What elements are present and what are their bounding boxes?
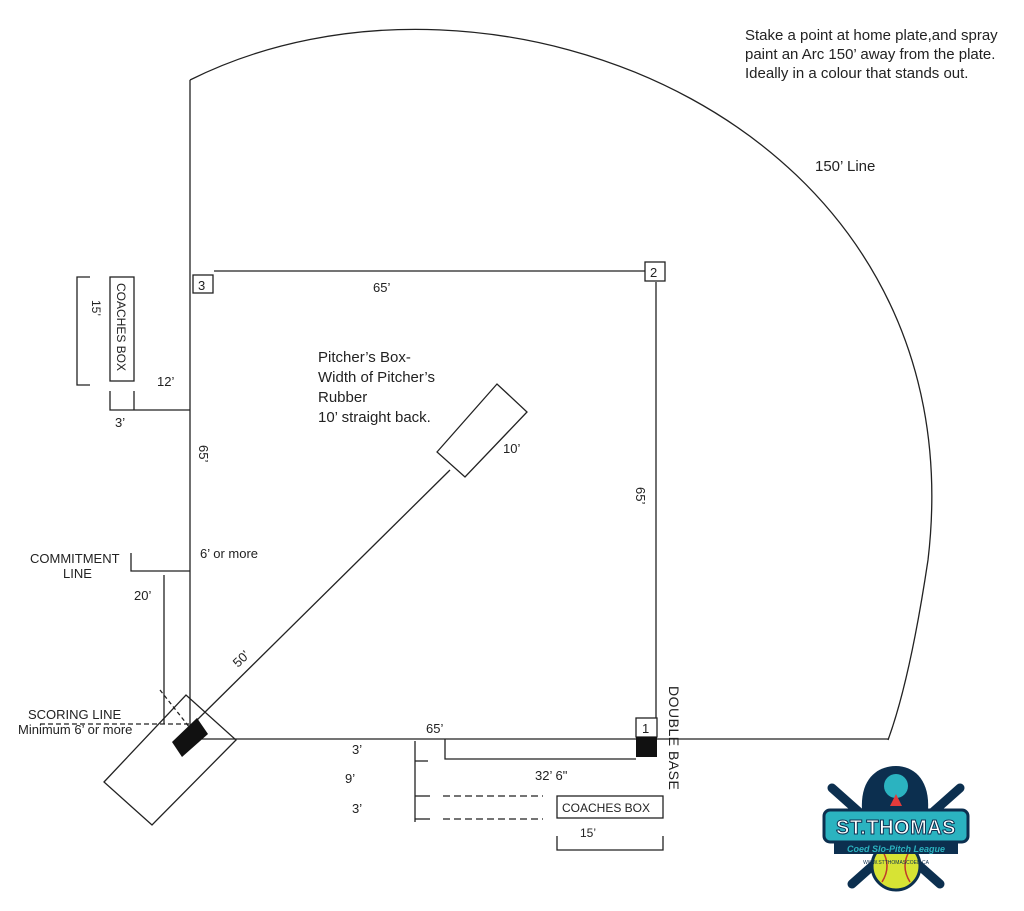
first-coach-gap-2-label: 9’ <box>345 771 355 786</box>
commitment-line-label-2: LINE <box>63 566 92 581</box>
logo-sub-text: Coed Slo-Pitch League <box>847 844 945 854</box>
batters-box <box>103 694 237 826</box>
home-to-third-label: 65’ <box>196 445 211 462</box>
scoring-line-label-2: Minimum 6’ or more <box>18 722 132 737</box>
first-line-extension-label: 32’ 6" <box>535 768 568 783</box>
pitchers-box-line-4: 10’ straight back. <box>318 409 431 426</box>
third-coaches-offset <box>109 391 190 411</box>
outfield-arc-150 <box>189 28 933 741</box>
logo-player-helmet <box>884 774 908 798</box>
first-to-second-label: 65’ <box>633 487 648 504</box>
logo-main-text: ST.THOMAS <box>836 817 956 839</box>
home-plate <box>172 718 208 757</box>
first-base-label: 1 <box>642 721 649 736</box>
third-base <box>192 274 214 294</box>
first-coach-gap-3-label: 3’ <box>352 801 362 816</box>
third-coaches-box <box>109 276 135 382</box>
third-coaches-box-label: COACHES BOX <box>114 283 128 371</box>
third-coaches-bracket <box>76 276 90 386</box>
scoring-diagonal <box>159 689 191 729</box>
instructions-note: Stake a point at home plate,and spray pa… <box>745 27 998 82</box>
third-coach-length-label: 15’ <box>89 300 103 316</box>
first-coach-length-label: 15’ <box>580 826 596 840</box>
scoring-line-label-1: SCORING LINE <box>28 707 122 722</box>
double-base <box>636 737 657 757</box>
third-to-second-label: 65’ <box>373 280 390 295</box>
first-coaches-box <box>556 795 664 819</box>
double-base-label: DOUBLE BASE <box>666 686 682 790</box>
commitment-offset-label: 6’ or more <box>200 546 258 561</box>
pitching-line <box>194 469 451 723</box>
pitchers-box <box>436 383 528 478</box>
logo-maple-leaf-icon <box>890 794 902 806</box>
scoring-line-label: SCORING LINE Minimum 6’ or more <box>18 707 132 737</box>
first-coaches-bracket <box>556 836 664 851</box>
pitchers-box-line-3: Rubber <box>318 389 367 406</box>
third-base-label: 3 <box>198 278 205 293</box>
logo-url-text: WWW.STTHOMASCOED.CA <box>863 860 929 866</box>
logo-sub-banner <box>834 842 958 854</box>
commitment-line-label-1: COMMITMENT <box>30 551 120 566</box>
arc-label: 150’ Line <box>815 158 875 175</box>
first-coaches-box-label: COACHES BOX <box>562 801 650 815</box>
third-coach-width-label: 3’ <box>115 415 125 430</box>
commitment-distance-label: 20’ <box>134 588 151 603</box>
pitchers-box-line-2: Width of Pitcher’s <box>318 369 435 386</box>
pitch-distance-label: 50’ <box>230 647 253 670</box>
pitchers-box-label: Pitcher’s Box- Width of Pitcher’s Rubber… <box>318 349 439 426</box>
home-to-first-label: 65’ <box>426 721 443 736</box>
third-coach-offset-label: 12’ <box>157 374 174 389</box>
pitchers-box-line-1: Pitcher’s Box- <box>318 349 411 366</box>
commitment-line <box>130 553 190 572</box>
league-logo: ST.THOMAS Coed Slo-Pitch League WWW.STTH… <box>822 766 970 892</box>
second-base-label: 2 <box>650 265 657 280</box>
pitchers-box-depth-label: 10’ <box>503 441 520 456</box>
second-base <box>644 261 666 282</box>
first-coach-gap-1-label: 3’ <box>352 742 362 757</box>
first-line-extension <box>444 739 636 760</box>
commitment-line-label: COMMITMENT LINE <box>30 551 123 581</box>
